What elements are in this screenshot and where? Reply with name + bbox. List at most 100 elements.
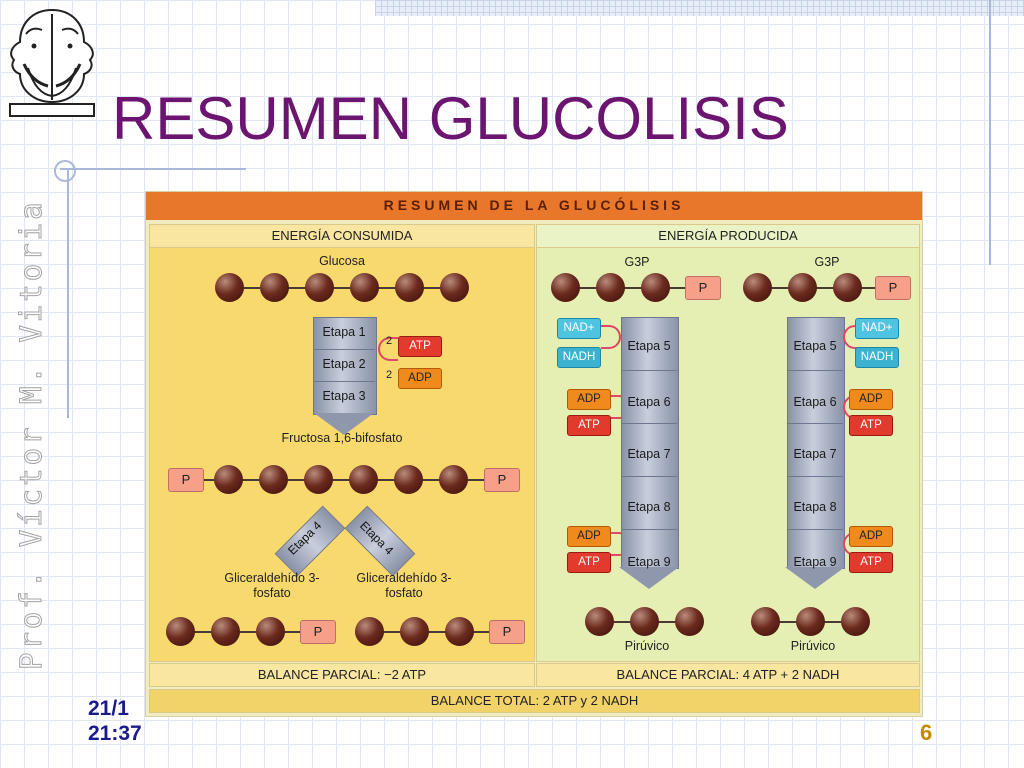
footer-date-line1: 21/1 — [88, 697, 129, 720]
step-separator — [788, 529, 843, 530]
glycolysis-summary-diagram: RESUMEN DE LA GLUCÓLISIS ENERGÍA CONSUMI… — [145, 191, 923, 717]
carbon-bead — [796, 607, 825, 636]
carbon-bead — [585, 607, 614, 636]
panel-header-produced: ENERGÍA PRODUCIDA — [537, 225, 919, 248]
phosphate-box: P — [489, 620, 525, 644]
adp-tag: ADP — [567, 526, 611, 547]
carbon-bead — [355, 617, 384, 646]
carbon-bead — [833, 273, 862, 302]
carbon-bead — [788, 273, 817, 302]
phosphate-box: P — [685, 276, 721, 300]
label-g3p-right: G3P — [814, 255, 840, 269]
nadh-tag: NADH — [855, 347, 899, 368]
carbon-bead — [214, 465, 243, 494]
reaction-curve-arrow — [601, 325, 621, 349]
carbon-bead — [305, 273, 334, 302]
step-separator — [622, 423, 677, 424]
phosphate-box: P — [300, 620, 336, 644]
step-label: Etapa 1 — [322, 325, 366, 339]
label-gliceraldehido-left: Gliceraldehído 3-fosfato — [224, 571, 320, 600]
reaction-curve-arrow — [378, 337, 398, 361]
author-credit-vertical: Prof. Víctor M. Vitoria — [14, 199, 49, 671]
carbon-bead — [641, 273, 670, 302]
step-label: Etapa 7 — [793, 447, 837, 461]
carbon-bead — [440, 273, 469, 302]
balance-partial-consumed: BALANCE PARCIAL: −2 ATP — [149, 663, 535, 687]
diagram-banner: RESUMEN DE LA GLUCÓLISIS — [146, 192, 922, 220]
step-label: Etapa 5 — [793, 339, 837, 353]
footer-date: 21/1 21:37 — [88, 696, 142, 746]
step-label: Etapa 8 — [627, 500, 671, 514]
balance-total: BALANCE TOTAL: 2 ATP y 2 NADH — [149, 689, 920, 713]
panel-header-consumed: ENERGÍA CONSUMIDA — [150, 225, 534, 248]
adp-tag: ADP — [849, 526, 893, 547]
carbon-bead — [630, 607, 659, 636]
carbon-bead — [349, 465, 378, 494]
atp-tag: ATP — [849, 552, 893, 573]
steps-arrow-head — [314, 413, 374, 435]
g3p-chain-bond — [757, 287, 887, 289]
glucose-chain-bond — [230, 287, 460, 289]
step-separator — [788, 476, 843, 477]
adp-tag: ADP — [849, 389, 893, 410]
decorative-circle — [54, 160, 76, 182]
atp-tag: ATP — [567, 552, 611, 573]
decorative-top-band — [375, 0, 1024, 16]
carbon-bead — [256, 617, 285, 646]
g3p-chain-bond — [368, 631, 498, 633]
step-label: Etapa 5 — [627, 339, 671, 353]
carbon-bead — [304, 465, 333, 494]
step-separator — [314, 381, 375, 382]
adp-tag: ADP — [567, 389, 611, 410]
steps-5-9-column-right — [787, 317, 845, 569]
footer-time-line2: 21:37 — [88, 722, 142, 745]
carbon-bead — [445, 617, 474, 646]
carbon-bead — [841, 607, 870, 636]
carbon-bead — [260, 273, 289, 302]
carbon-bead — [395, 273, 424, 302]
decorative-vertical-line-right — [989, 0, 991, 265]
atp-tag: ATP — [849, 415, 893, 436]
step-label: Etapa 6 — [627, 395, 671, 409]
step-separator — [622, 476, 677, 477]
label-glucosa: Glucosa — [319, 254, 365, 268]
g3p-chain-bond — [180, 631, 310, 633]
decorative-title-underline — [60, 168, 246, 170]
step-label: Etapa 9 — [627, 555, 671, 569]
page-number: 6 — [920, 720, 933, 745]
step-separator — [622, 529, 677, 530]
label-piruvico-left: Pirúvico — [624, 639, 670, 653]
adp-count: 2 — [386, 369, 393, 381]
carbon-bead — [394, 465, 423, 494]
atp-tag: ATP — [567, 415, 611, 436]
phosphate-box: P — [484, 468, 520, 492]
panel-energy-consumed: ENERGÍA CONSUMIDA Glucosa Etapa 1 Etapa … — [149, 224, 535, 662]
label-fructosa: Fructosa 1,6-bifosfato — [281, 431, 403, 445]
carbon-bead — [400, 617, 429, 646]
step-separator — [788, 423, 843, 424]
label-g3p-left: G3P — [624, 255, 650, 269]
reaction-curve-arrow — [843, 325, 863, 349]
slide-title: RESUMEN GLUCOLISIS — [112, 85, 789, 152]
steps-5-9-column-left — [621, 317, 679, 569]
carbon-bead — [675, 607, 704, 636]
phosphate-box: P — [168, 468, 204, 492]
step-label: Etapa 2 — [322, 357, 366, 371]
step-label: Etapa 3 — [322, 389, 366, 403]
step-label: Etapa 6 — [793, 395, 837, 409]
panel-energy-produced: ENERGÍA PRODUCIDA G3P P NAD+ NADH ADP AT… — [536, 224, 920, 662]
carbon-bead — [439, 465, 468, 494]
carbon-bead — [596, 273, 625, 302]
label-piruvico-right: Pirúvico — [790, 639, 836, 653]
balance-partial-produced: BALANCE PARCIAL: 4 ATP + 2 NADH — [536, 663, 920, 687]
atp-tag: ATP — [398, 336, 442, 357]
carbon-bead — [743, 273, 772, 302]
nadh-tag: NADH — [557, 347, 601, 368]
carbon-bead — [215, 273, 244, 302]
step-separator — [788, 370, 843, 371]
steps-arrow-head — [619, 567, 679, 589]
steps-arrow-head — [785, 567, 845, 589]
atp-count: 2 — [386, 335, 393, 347]
phosphate-box: P — [875, 276, 911, 300]
fructose-chain-bond — [190, 479, 496, 481]
